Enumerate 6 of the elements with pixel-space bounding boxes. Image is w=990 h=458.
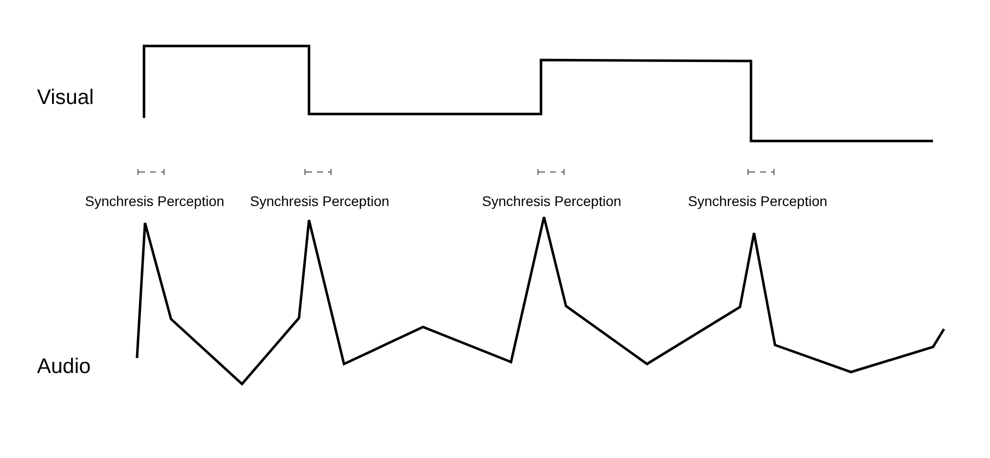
row-label: Visual [37, 85, 94, 111]
annotation-label: Synchresis Perception [250, 192, 390, 211]
row-label: Audio [37, 354, 91, 380]
annotation-label: Synchresis Perception [85, 192, 224, 211]
annotation-label: Synchresis Perception [482, 192, 622, 211]
annotation-label: Synchresis Perception [688, 192, 828, 211]
